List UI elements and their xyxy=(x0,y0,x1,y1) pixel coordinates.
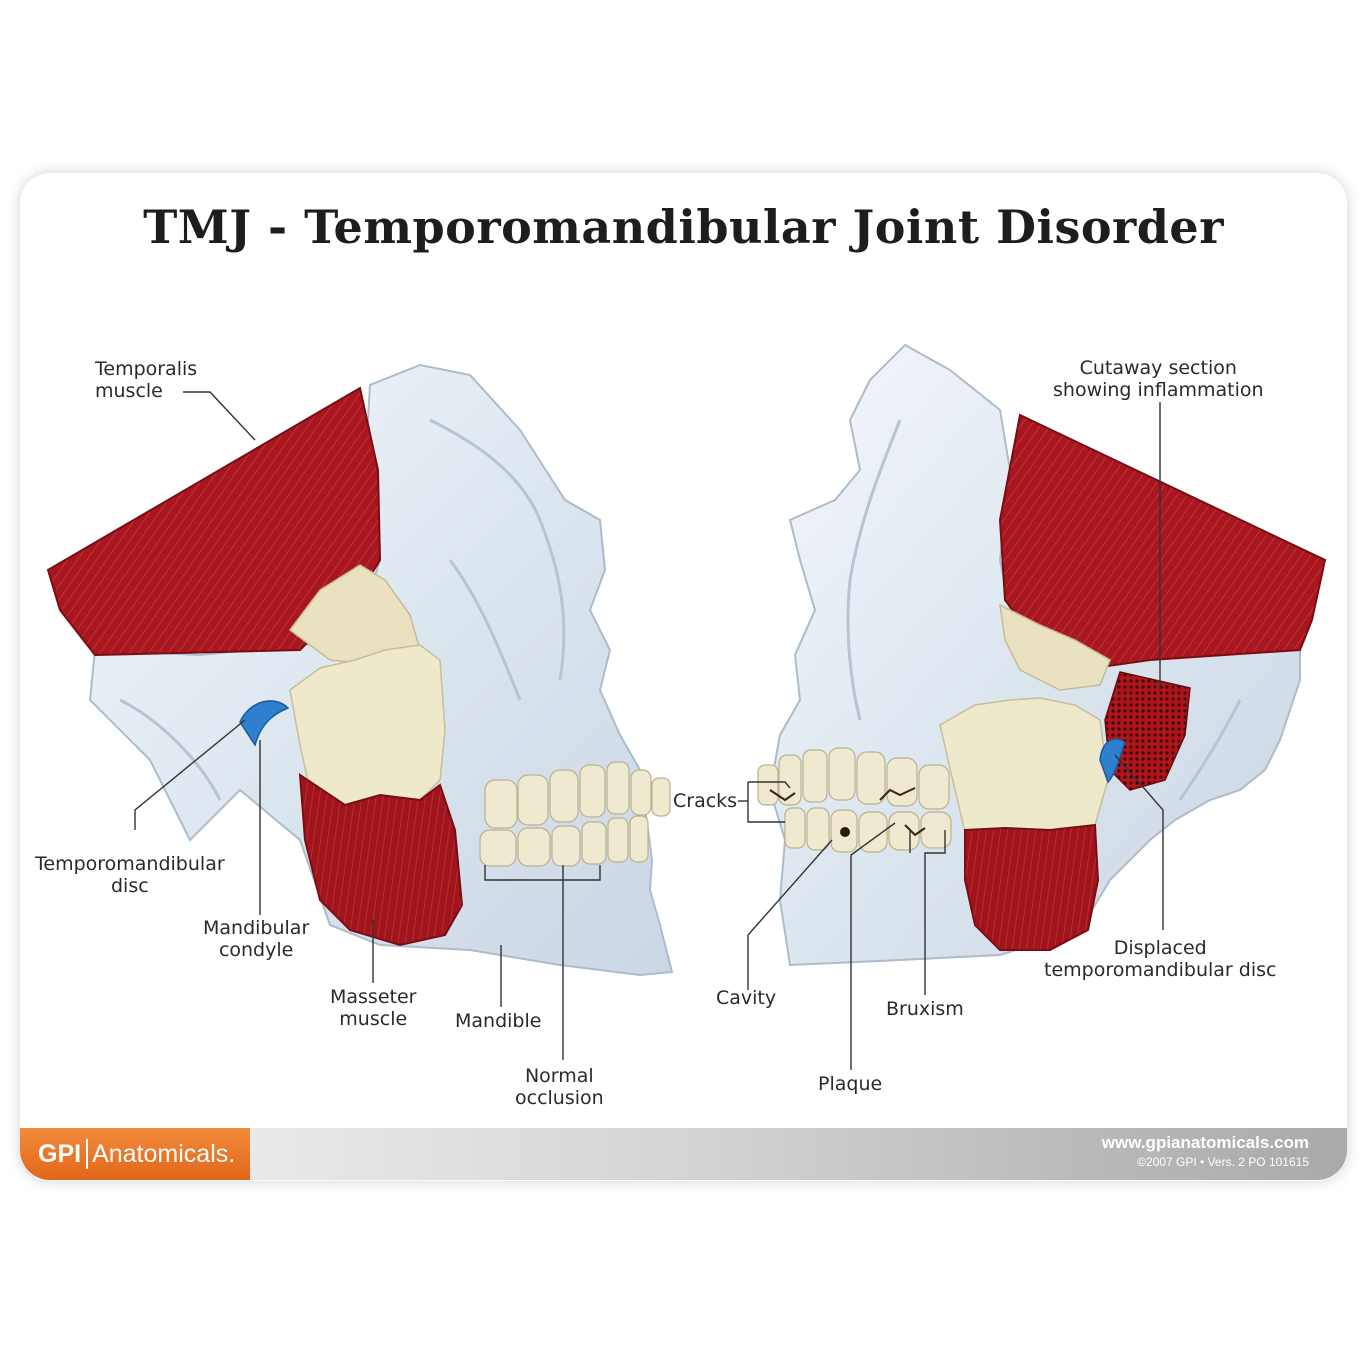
label-plaque: Plaque xyxy=(818,1073,883,1095)
copyright-text: ©2007 GPI • Vers. 2 PO 101615 xyxy=(1137,1155,1309,1169)
page-title: TMJ - Temporomandibular Joint Disorder xyxy=(143,200,1224,254)
right-temporalis-muscle xyxy=(998,413,1327,672)
right-teeth xyxy=(757,747,952,853)
left-skull-model xyxy=(46,363,674,977)
label-bruxism: Bruxism xyxy=(886,998,964,1020)
brand-anatomicals: Anatomicals. xyxy=(92,1139,236,1168)
footer-bar: GPI Anatomicals. www.gpianatomicals.com … xyxy=(20,1128,1347,1180)
right-displaced-disc xyxy=(1099,738,1126,784)
right-skull-model xyxy=(757,343,1327,967)
right-masseter-muscle xyxy=(964,823,1100,951)
label-cavity: Cavity xyxy=(716,987,777,1009)
tooth-cracks xyxy=(769,787,926,837)
leader-lines xyxy=(134,391,1164,1070)
right-masseter-tendon xyxy=(939,697,1109,833)
left-tm-disc xyxy=(239,700,290,747)
label-mandible: Mandible xyxy=(455,1010,542,1032)
tooth-cavity xyxy=(840,827,850,837)
left-teeth xyxy=(479,761,671,867)
left-masseter-muscle xyxy=(298,773,464,947)
label-cracks: Cracks xyxy=(673,790,738,812)
brand-logo: GPI Anatomicals. xyxy=(20,1128,250,1180)
inflammation-cutaway xyxy=(1104,671,1191,791)
brand-separator xyxy=(86,1139,89,1169)
website-link[interactable]: www.gpianatomicals.com xyxy=(1101,1133,1309,1152)
right-temporalis-tendon xyxy=(999,603,1111,691)
brand-gpi: GPI xyxy=(38,1139,82,1168)
